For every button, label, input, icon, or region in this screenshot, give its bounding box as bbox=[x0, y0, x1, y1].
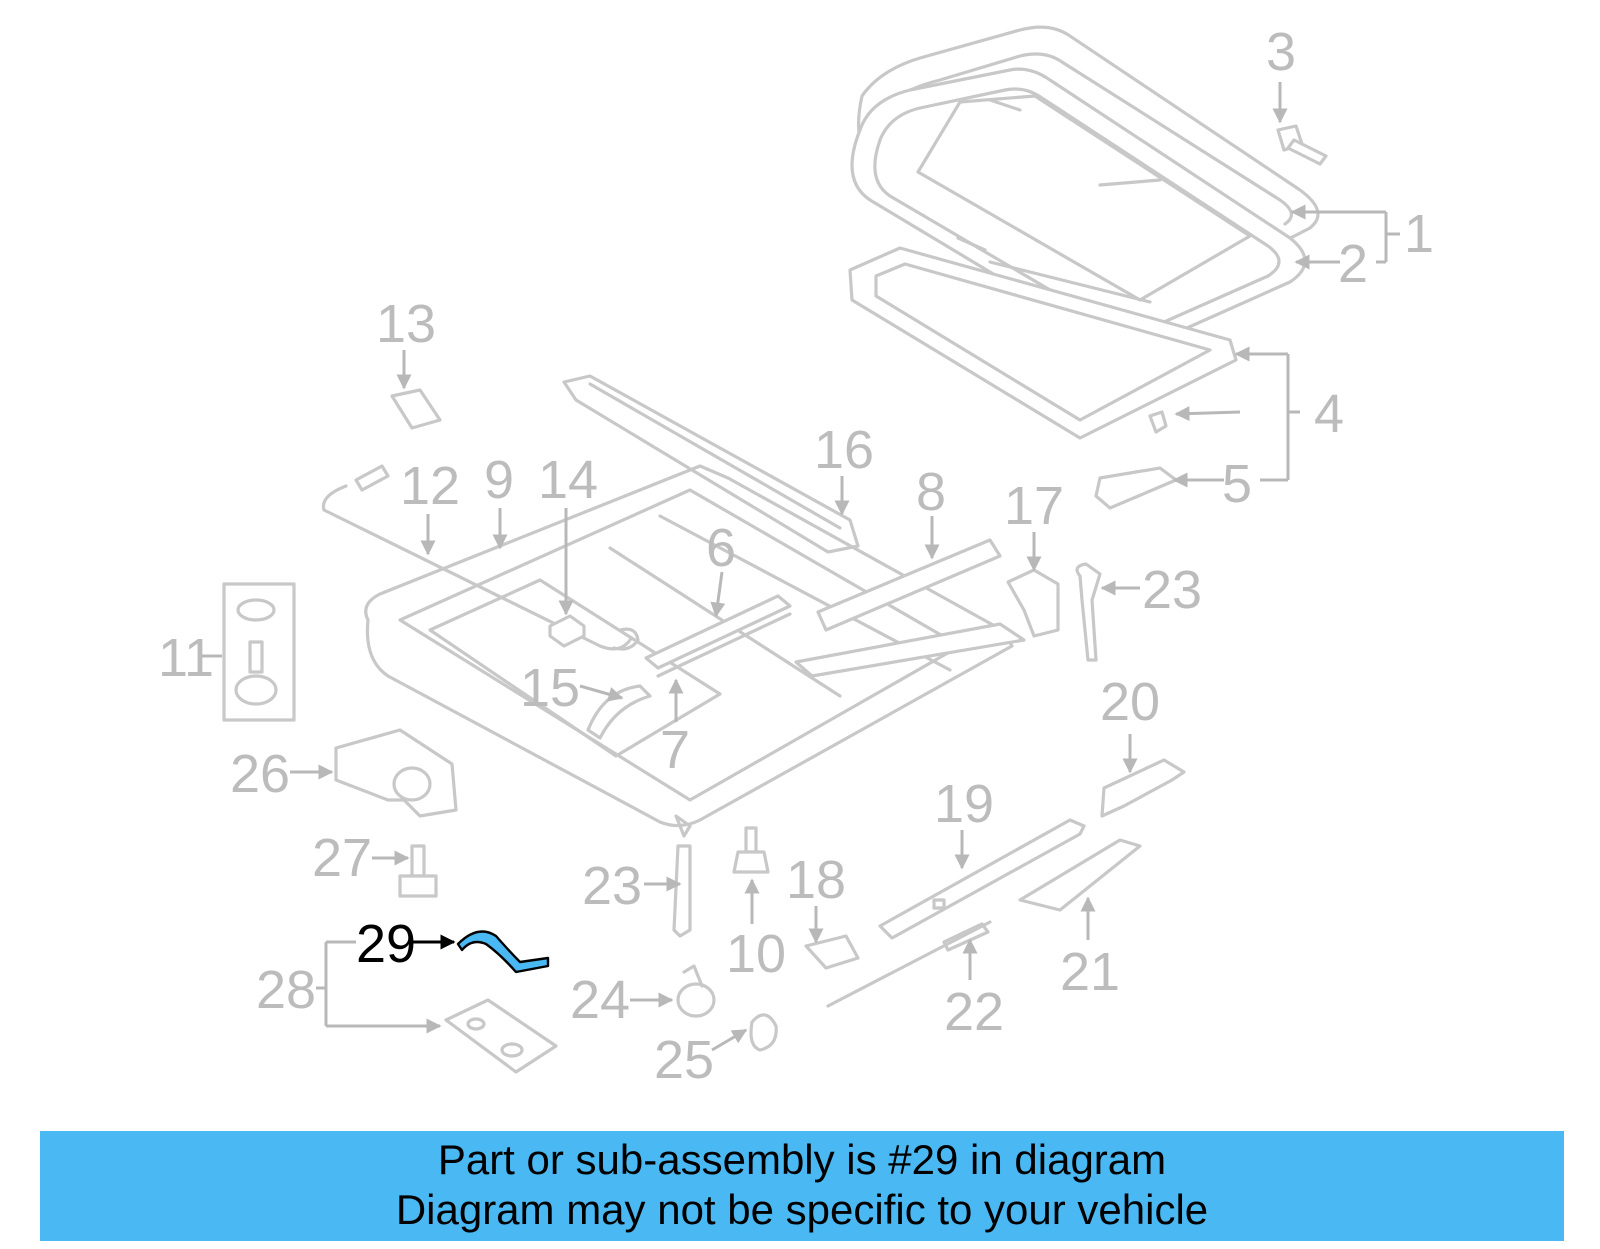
banner-line-disclaimer: Diagram may not be specific to your vehi… bbox=[395, 1186, 1209, 1233]
part-28-cover bbox=[444, 998, 558, 1074]
callout-23-upper: 23 bbox=[1142, 560, 1202, 620]
callout-23-lower: 23 bbox=[582, 856, 642, 916]
part-13-deflector bbox=[390, 388, 442, 430]
callout-1: 1 bbox=[1404, 204, 1434, 264]
part-11-grommet bbox=[222, 582, 296, 722]
callout-9: 9 bbox=[484, 450, 514, 510]
callout-15: 15 bbox=[520, 658, 580, 718]
callout-10: 10 bbox=[726, 924, 786, 984]
part-17-bracket bbox=[1006, 568, 1060, 638]
part-19-arm bbox=[878, 818, 1086, 940]
callout-27: 27 bbox=[312, 828, 372, 888]
part-29-hose-highlight bbox=[456, 930, 550, 974]
callout-8: 8 bbox=[916, 462, 946, 522]
callout-7: 7 bbox=[660, 720, 690, 780]
banner-line-part-number: Part or sub-assembly is #29 in diagram bbox=[437, 1136, 1167, 1183]
part-20-link bbox=[1100, 758, 1186, 818]
part-24-grommet bbox=[676, 964, 716, 1018]
part-22-cable bbox=[826, 920, 992, 1008]
callout-16: 16 bbox=[814, 420, 874, 480]
part-6-guide bbox=[644, 594, 792, 678]
part-25-clip-ring bbox=[749, 1013, 778, 1052]
part-18-bracket bbox=[804, 934, 860, 970]
callout-20: 20 bbox=[1100, 672, 1160, 732]
part-8-guide-rail bbox=[794, 538, 1026, 678]
callout-22: 22 bbox=[944, 982, 1004, 1042]
leader-lines bbox=[202, 82, 1400, 1052]
part-5-bracket bbox=[1094, 466, 1178, 510]
part-23-drain-hose-upper bbox=[1075, 562, 1102, 662]
callout-28: 28 bbox=[256, 960, 316, 1020]
callout-25: 25 bbox=[654, 1030, 714, 1090]
part-10-clip bbox=[732, 826, 770, 874]
callout-29: 29 bbox=[356, 914, 416, 974]
part-23-drain-hose-lower bbox=[672, 844, 692, 938]
callout-12: 12 bbox=[400, 456, 460, 516]
callout-24: 24 bbox=[570, 970, 630, 1030]
part-26-motor bbox=[334, 728, 458, 818]
callout-14: 14 bbox=[538, 450, 598, 510]
part-15-link bbox=[586, 684, 652, 740]
callout-2: 2 bbox=[1338, 234, 1368, 294]
callout-5: 5 bbox=[1222, 454, 1252, 514]
callout-26: 26 bbox=[230, 744, 290, 804]
part-12-drive-cable bbox=[321, 464, 640, 651]
callout-6: 6 bbox=[706, 518, 736, 578]
callout-3: 3 bbox=[1266, 22, 1296, 82]
part-4-lower-frame bbox=[848, 236, 1238, 440]
part-21-rail bbox=[1018, 838, 1142, 912]
part-27-bolt bbox=[398, 844, 438, 898]
callout-4: 4 bbox=[1314, 384, 1344, 444]
callout-17: 17 bbox=[1004, 476, 1064, 536]
info-banner: Part or sub-assembly is #29 in diagram D… bbox=[40, 1131, 1564, 1241]
callout-21: 21 bbox=[1060, 942, 1120, 1002]
part-3-bolt bbox=[1276, 124, 1328, 166]
part-14-clip bbox=[548, 614, 586, 648]
callout-13: 13 bbox=[376, 294, 436, 354]
callout-19: 19 bbox=[934, 774, 994, 834]
callout-labels: 1 2 3 4 5 6 7 8 9 10 11 12 13 14 15 16 1… bbox=[158, 22, 1434, 1090]
callout-11: 11 bbox=[158, 628, 214, 688]
callout-18: 18 bbox=[786, 850, 846, 910]
